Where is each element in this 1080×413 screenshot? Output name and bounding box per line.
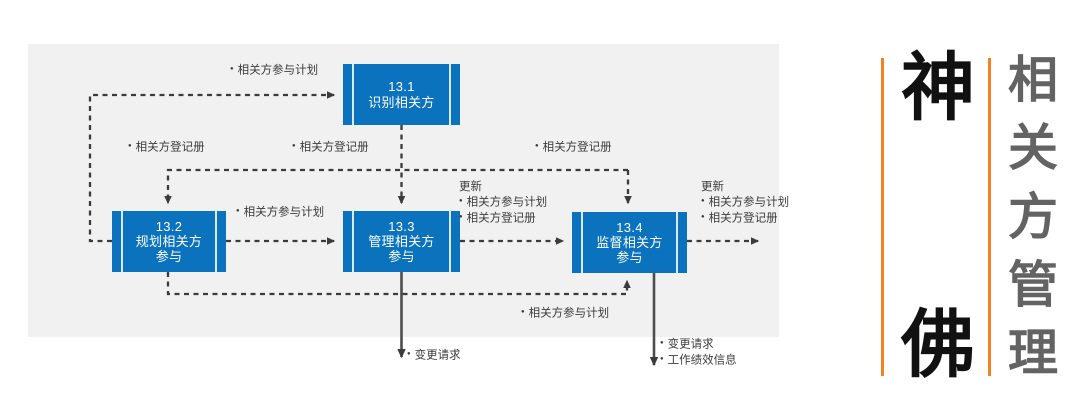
title-sub-char: 管 xyxy=(1008,255,1058,314)
flow-label-item: 相关方参与计划 xyxy=(459,195,548,211)
title-sub-char: 相 xyxy=(1008,51,1058,109)
process-box-13-3[interactable]: 13.3 管理相关方 参与 xyxy=(343,211,460,272)
title-sub-char: 理 xyxy=(1008,324,1058,382)
accent-rule-left xyxy=(881,58,884,376)
flow-label-134-outputs: 变更请求 工作绩效信息 xyxy=(660,337,737,368)
accent-rule-right xyxy=(988,58,991,376)
process-box-13-1[interactable]: 13.1 识别相关方 xyxy=(343,64,460,125)
process-number: 13.2 xyxy=(155,218,183,234)
process-name: 规划相关方 参与 xyxy=(135,233,203,265)
flow-label-item: 相关方参与计划 xyxy=(230,63,319,79)
process-name: 监督相关方 参与 xyxy=(596,234,663,266)
box-divider-left xyxy=(352,64,354,125)
wire-bus-to-132 xyxy=(164,168,628,205)
box-divider-left xyxy=(121,211,123,272)
title-big-char: 神 xyxy=(901,45,975,131)
title-sub-char: 关 xyxy=(1008,119,1058,178)
process-name: 识别相关方 xyxy=(368,94,435,110)
box-divider-left xyxy=(352,211,354,272)
flow-label-133-change-request: 变更请求 xyxy=(407,348,461,364)
wire-132-to-134-feedback xyxy=(166,272,631,296)
flow-label-133-to-134: 更新 相关方参与计划 相关方登记册 xyxy=(459,180,547,226)
flow-label-item: 变更请求 xyxy=(407,348,461,364)
process-box-13-2[interactable]: 13.2 规划相关方 参与 xyxy=(112,211,226,272)
box-divider-right xyxy=(215,211,217,272)
flow-label-header: 更新 xyxy=(701,181,724,193)
process-number: 13.4 xyxy=(616,219,643,235)
box-divider-right xyxy=(449,64,451,125)
flow-label-register-mid: 相关方登记册 xyxy=(292,140,369,156)
flow-label-item: 相关方参与计划 xyxy=(701,195,790,211)
process-name: 管理相关方 参与 xyxy=(368,233,435,265)
box-divider-right xyxy=(676,212,678,273)
flow-label-item: 相关方登记册 xyxy=(292,140,369,156)
flow-label-item: 相关方登记册 xyxy=(535,140,612,156)
flow-label-132-to-133: 相关方参与计划 xyxy=(236,205,325,221)
flow-label-item: 相关方登记册 xyxy=(701,211,789,227)
flow-label-item: 相关方参与计划 xyxy=(521,306,610,322)
flow-label-header: 更新 xyxy=(459,181,482,193)
flow-label-item: 工作绩效信息 xyxy=(660,353,737,369)
flow-label-item: 变更请求 xyxy=(660,337,737,353)
title-sub-characters: 相 关 方 管 理 xyxy=(1000,51,1066,382)
flow-label-item: 相关方登记册 xyxy=(459,211,547,227)
flow-label-item: 相关方登记册 xyxy=(128,140,205,156)
flow-label-item: 相关方参与计划 xyxy=(236,205,325,221)
flow-label-132-to-131: 相关方参与计划 xyxy=(230,63,319,79)
flow-label-register-right: 相关方登记册 xyxy=(535,140,612,156)
box-divider-left xyxy=(581,212,583,273)
flow-label-134-output: 更新 相关方参与计划 相关方登记册 xyxy=(701,180,789,226)
title-sub-char: 方 xyxy=(1008,187,1058,246)
process-number: 13.1 xyxy=(388,79,415,95)
process-number: 13.3 xyxy=(388,218,415,234)
title-big-characters: 神 佛 xyxy=(896,45,980,389)
flow-label-bottom-feedback: 相关方参与计划 xyxy=(521,306,610,322)
process-box-13-4[interactable]: 13.4 监督相关方 参与 xyxy=(572,212,687,273)
wire-132-to-131 xyxy=(88,91,336,243)
flow-label-register-left: 相关方登记册 xyxy=(128,140,205,156)
title-big-char: 佛 xyxy=(901,302,975,389)
box-divider-right xyxy=(449,211,451,272)
